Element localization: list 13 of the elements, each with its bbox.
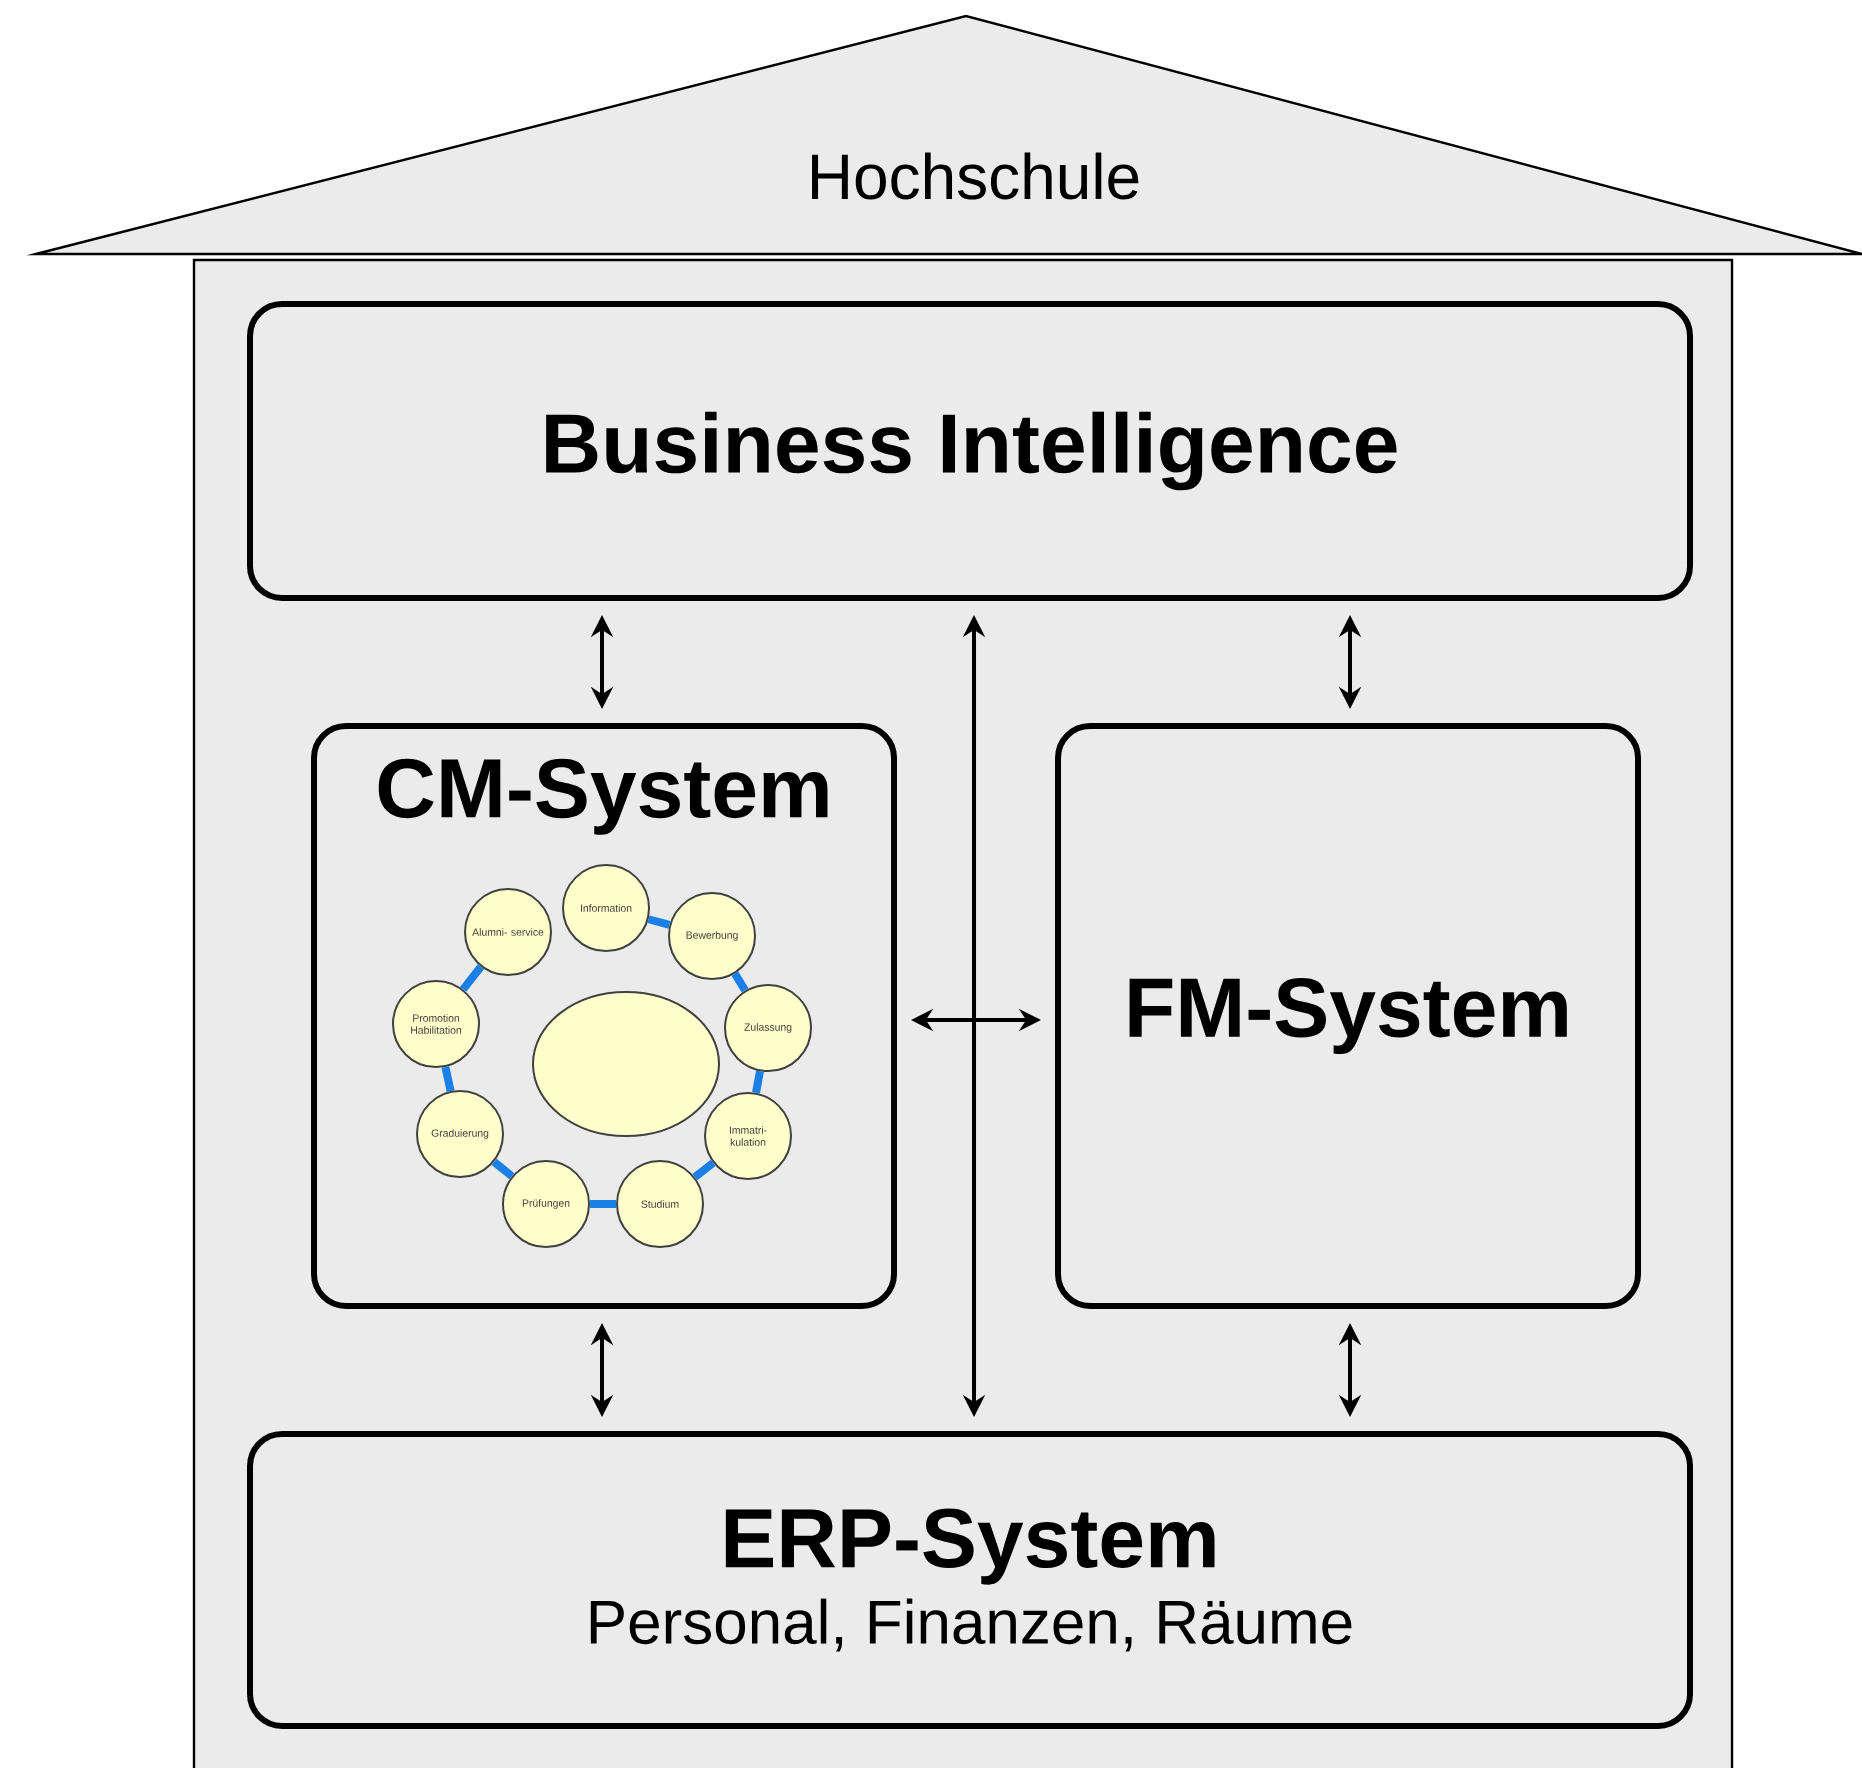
ring-segment (441, 1066, 455, 1092)
ring-segment (459, 964, 485, 992)
center-ellipse (532, 991, 720, 1137)
ring-segment (731, 971, 749, 993)
ring-segment (692, 1159, 716, 1181)
ring-segment (491, 1158, 515, 1180)
system-box: FM-System (1055, 723, 1641, 1309)
ring-segment (590, 1200, 616, 1208)
ring-segment (647, 915, 671, 929)
system-box: Business Intelligence (247, 301, 1693, 601)
system-box: ERP-System Personal, Finanzen, Räume (247, 1431, 1693, 1729)
ring-segment (752, 1070, 764, 1094)
node-label: Hochschule (812, 152, 1139, 200)
